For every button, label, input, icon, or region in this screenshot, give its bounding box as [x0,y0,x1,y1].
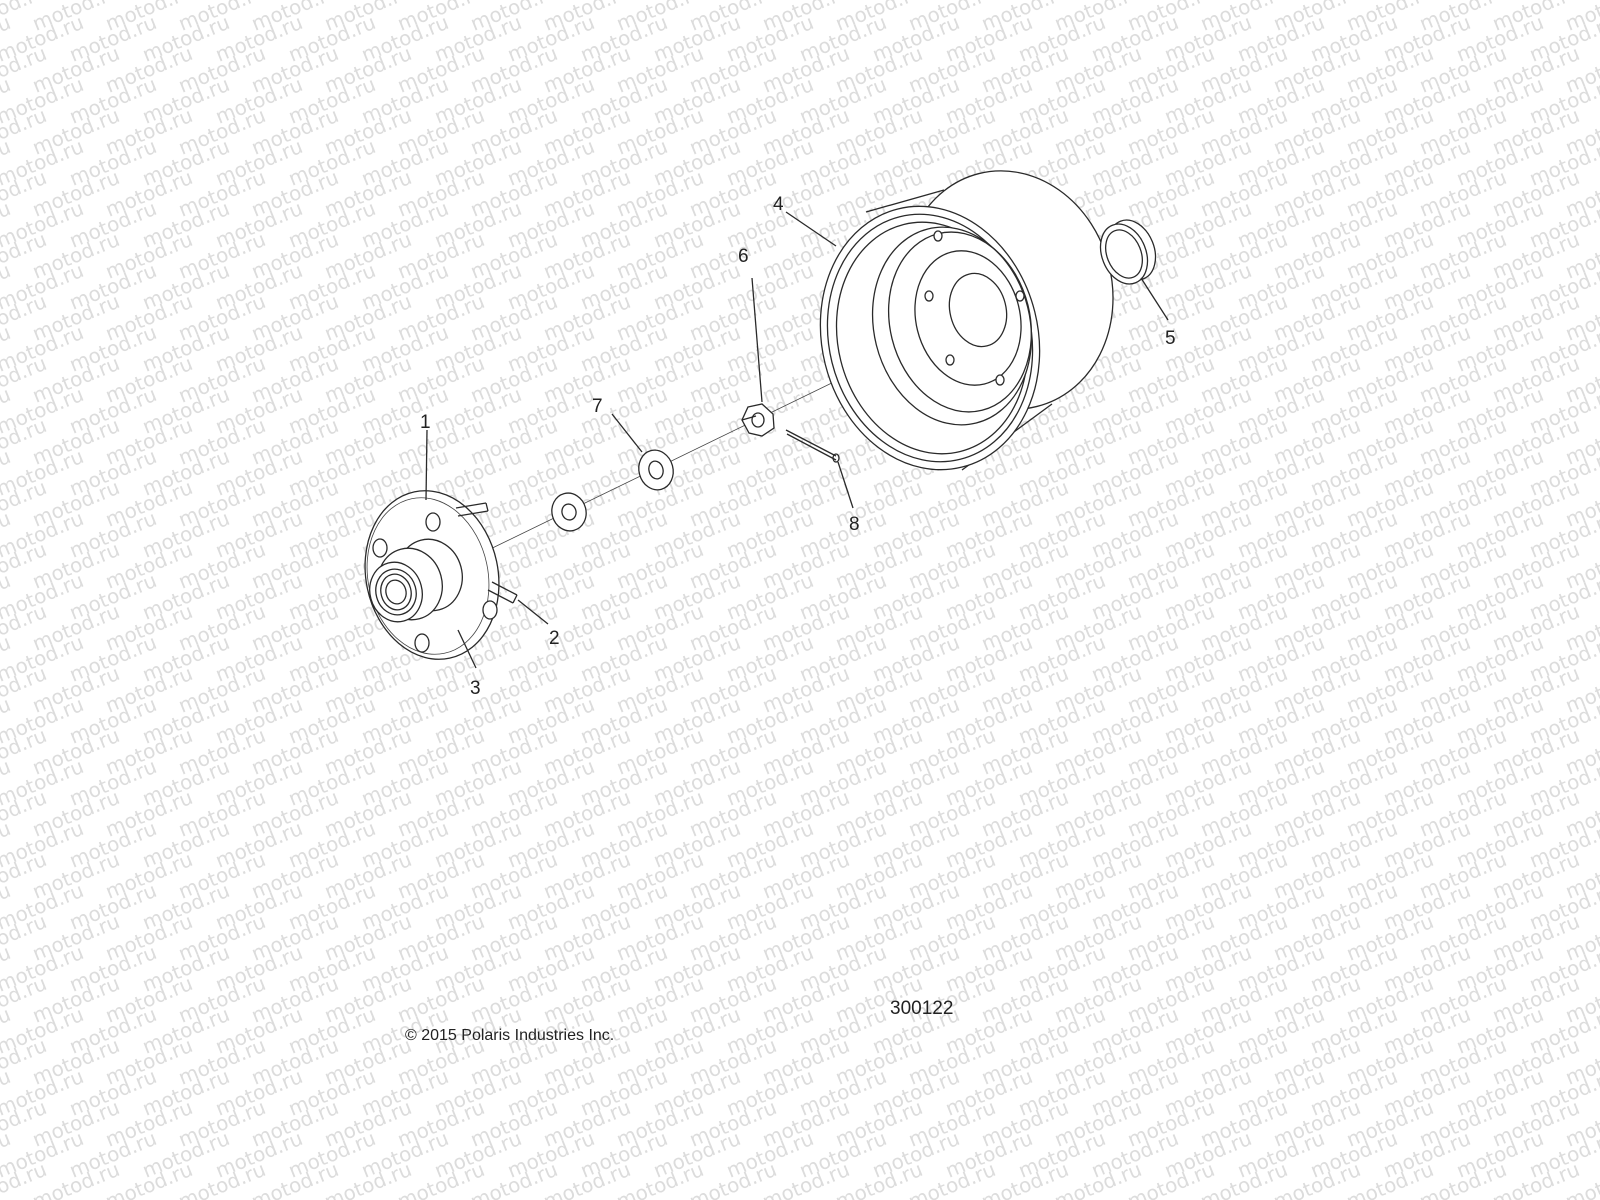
drawing-number: 300122 [890,998,954,1019]
callout-3: 3 [470,678,481,699]
callout-5: 5 [1165,328,1176,349]
callout-6: 6 [738,246,749,267]
callout-1: 1 [420,412,431,433]
copyright-notice: © 2015 Polaris Industries Inc. [405,1027,615,1044]
callout-7: 7 [592,396,603,417]
callout-2: 2 [549,628,560,649]
callout-4: 4 [773,194,784,215]
callout-8: 8 [849,514,860,535]
